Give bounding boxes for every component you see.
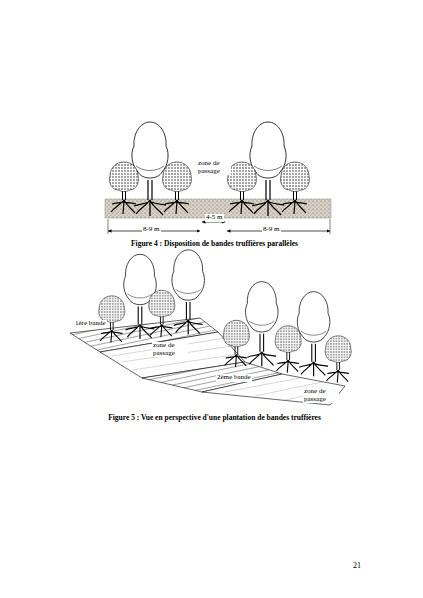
area-label: zone de passage (152, 342, 188, 357)
area-label: zone de passage (303, 388, 339, 403)
area-label: 1ère bande (74, 320, 107, 328)
page-number: 21 (352, 562, 362, 571)
figure-caption: Figure 4 : Disposition de bandes truffiè… (2, 240, 423, 248)
area-label: 2ème bande (216, 374, 252, 382)
area-label: zone de passage (197, 160, 231, 175)
figure-caption: Figure 5 : Vue en perspective d'une plan… (2, 414, 423, 422)
dimension-label: 8-9 m (142, 226, 161, 234)
dimension-label: 4-5 m (205, 214, 224, 222)
dimension-label: 8-9 m (262, 226, 281, 234)
